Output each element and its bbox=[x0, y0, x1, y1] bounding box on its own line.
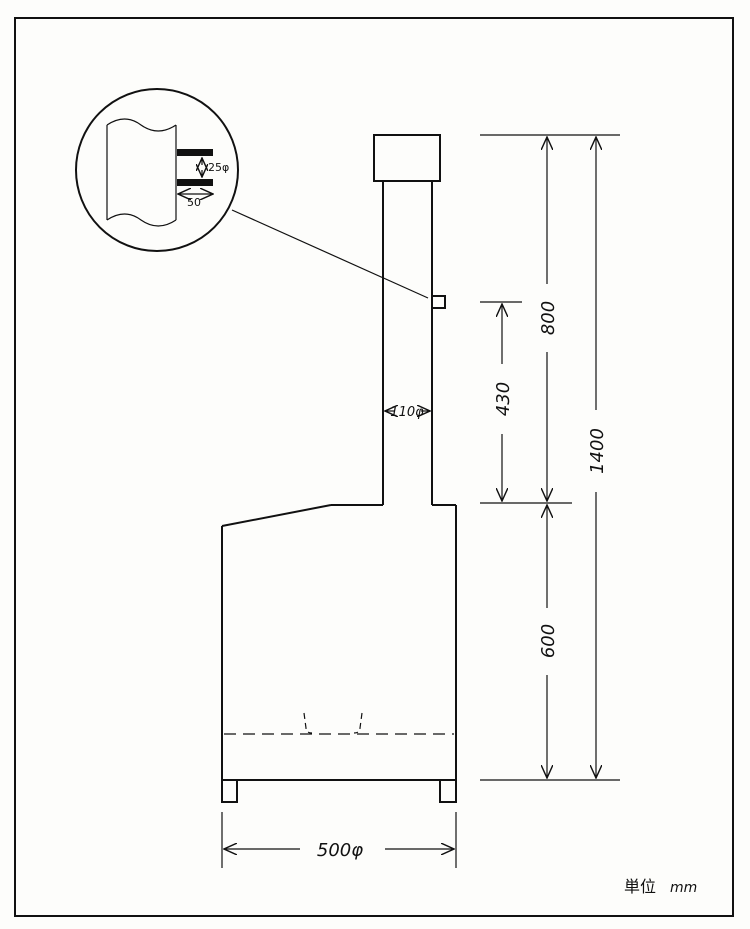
units-note: 単位 mm bbox=[624, 877, 697, 896]
drawing-frame bbox=[14, 17, 734, 917]
detail-leader-line bbox=[231, 209, 429, 299]
units-label: 単位 bbox=[624, 877, 656, 896]
units-value: mm bbox=[670, 880, 697, 896]
leg-right bbox=[439, 779, 457, 803]
right-dimensions: 430 800 600 1400 bbox=[480, 134, 620, 781]
port-length-label: 50 bbox=[187, 196, 201, 209]
grate-support-right bbox=[353, 712, 363, 734]
dim-1400-label: 1400 bbox=[587, 428, 608, 474]
pipe-top-break bbox=[106, 118, 177, 132]
grate-support-left bbox=[303, 712, 313, 734]
port-stub-top bbox=[177, 149, 213, 156]
sample-port bbox=[431, 295, 446, 309]
leg-left bbox=[221, 779, 238, 803]
chimney-cap bbox=[373, 134, 441, 182]
port-stub-bottom bbox=[177, 179, 213, 186]
pipe-bottom-break bbox=[106, 213, 177, 227]
port-diameter-label: 25φ bbox=[208, 161, 229, 174]
sloped-top bbox=[221, 504, 332, 527]
dim-base-diameter: 500φ bbox=[221, 812, 457, 868]
incinerator-body bbox=[221, 134, 457, 803]
dim-430-label: 430 bbox=[493, 382, 514, 416]
dim-800-label: 800 bbox=[538, 301, 559, 335]
dim-chimney-diameter: 110φ bbox=[385, 405, 430, 420]
port-detail-view: 25φ 50 bbox=[75, 88, 239, 252]
detail-circle bbox=[75, 88, 239, 252]
base-diameter-label: 500φ bbox=[317, 840, 363, 861]
chimney-diameter-label: 110φ bbox=[390, 405, 424, 420]
dim-600-label: 600 bbox=[538, 624, 559, 658]
